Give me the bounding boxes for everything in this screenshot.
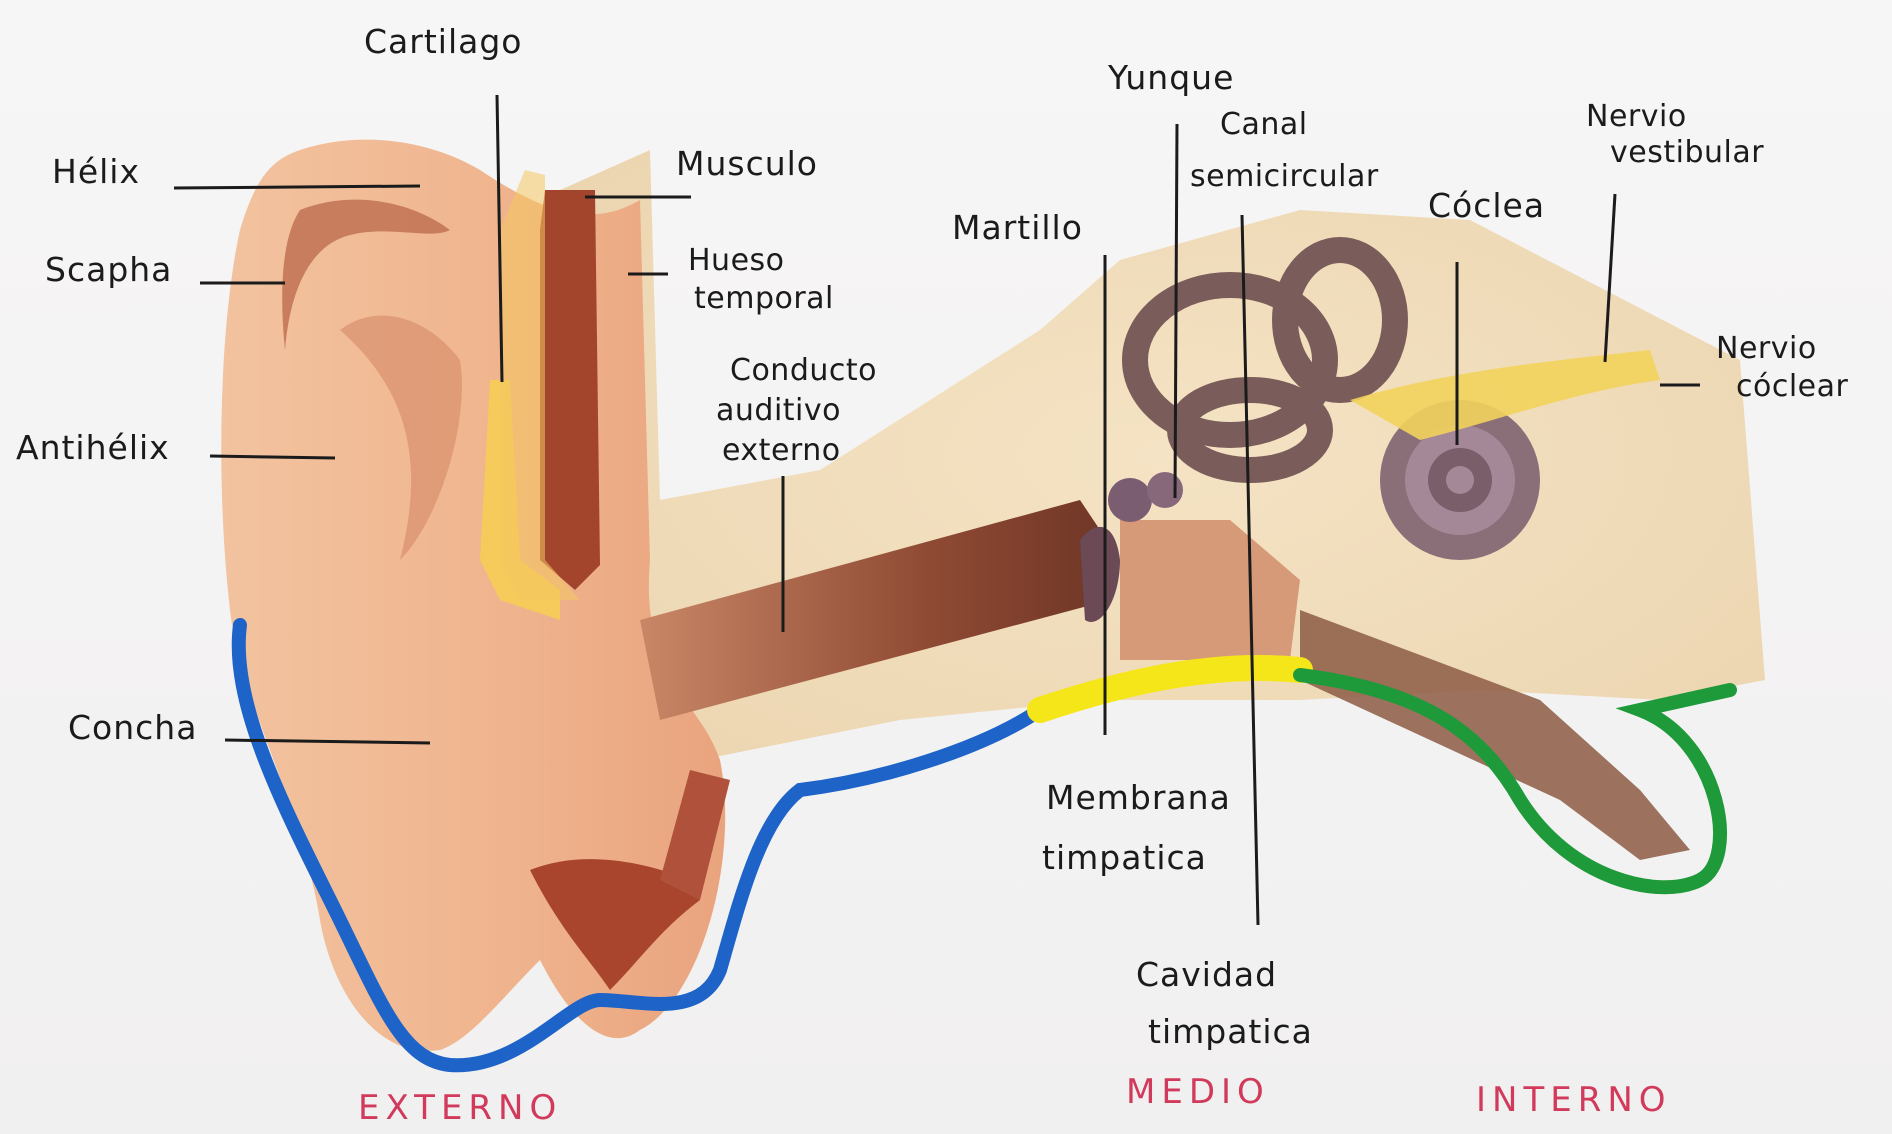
label-martillo: Martillo: [952, 208, 1083, 248]
label-helix: Hélix: [52, 152, 140, 192]
label-scapha: Scapha: [45, 250, 172, 290]
label-antihelix: Antihélix: [16, 428, 170, 468]
muscle: [540, 190, 600, 590]
section-label-interno: INTERNO: [1476, 1080, 1672, 1120]
label-membrana-line2: timpatica: [1042, 838, 1207, 878]
label-membrana-line1: Membrana: [1046, 778, 1231, 818]
label-hueso-temporal-line1: Hueso: [688, 242, 785, 280]
label-cartilago: Cartilago: [364, 22, 522, 62]
label-hueso-temporal-line2: temporal: [694, 280, 834, 318]
label-nervio-vestibular-line1: Nervio: [1586, 98, 1687, 136]
ossicle-malleus: [1108, 478, 1152, 522]
label-conducto-line1: Conducto: [730, 352, 877, 390]
label-yunque: Yunque: [1108, 58, 1234, 98]
label-concha: Concha: [68, 708, 197, 748]
label-musculo: Musculo: [676, 144, 818, 184]
label-cavidad-line1: Cavidad: [1136, 955, 1277, 995]
section-label-externo: EXTERNO: [358, 1088, 562, 1128]
label-coclea: Cóclea: [1428, 186, 1545, 226]
section-label-medio: MEDIO: [1126, 1072, 1270, 1112]
label-nervio-coclear-line1: Nervio: [1716, 330, 1817, 368]
label-conducto-line2: auditivo: [716, 392, 841, 430]
label-conducto-line3: externo: [722, 432, 841, 470]
label-nervio-coclear-line2: cóclear: [1736, 368, 1848, 406]
label-canal-line2: semicircular: [1190, 158, 1379, 196]
label-cavidad-line2: timpatica: [1148, 1012, 1313, 1052]
label-canal-line1: Canal: [1220, 106, 1308, 144]
label-nervio-vestibular-line2: vestibular: [1610, 134, 1764, 172]
ossicle-incus: [1147, 472, 1183, 508]
